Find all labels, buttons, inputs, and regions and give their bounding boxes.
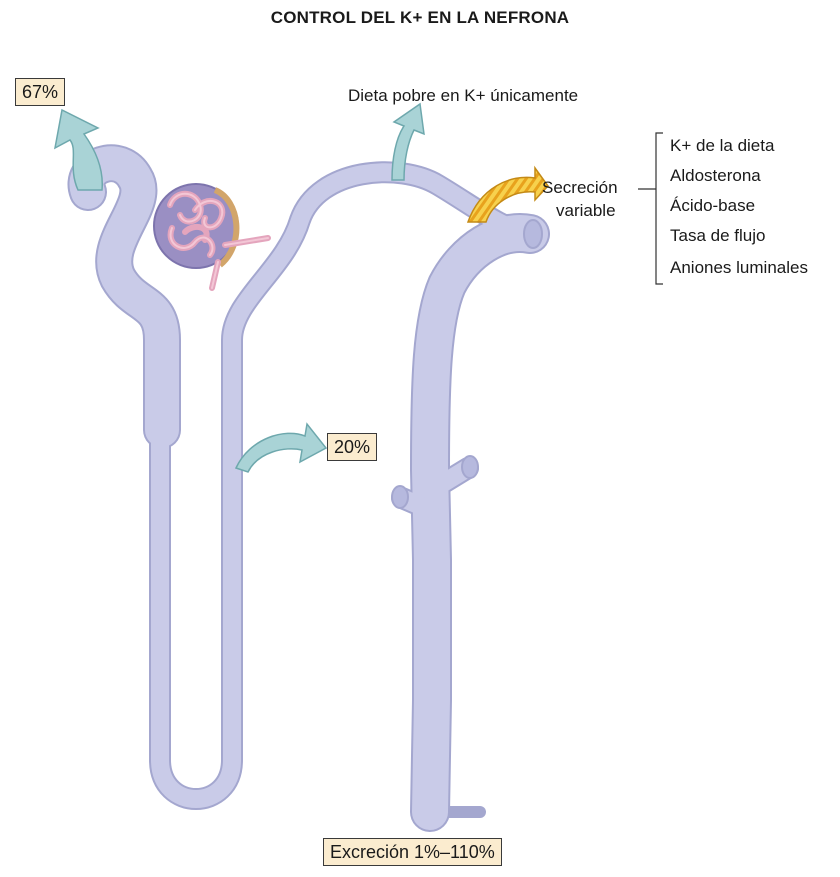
factors-bracket — [638, 133, 663, 284]
excretion-box: Excreción 1%–110% — [323, 838, 502, 866]
loop-percent-box: 20% — [327, 433, 377, 461]
diet-note: Dieta pobre en K+ únicamente — [348, 86, 578, 106]
factor-item: Aldosterona — [670, 166, 761, 186]
glomerulus — [154, 184, 268, 288]
loop-arrow — [236, 424, 326, 472]
secretion-label-2: variable — [556, 201, 616, 221]
secretion-label: Secreción — [542, 178, 618, 198]
proximal-percent-box: 67% — [15, 78, 65, 106]
nephron-tubule — [86, 163, 542, 812]
factor-item: Tasa de flujo — [670, 226, 765, 246]
factor-item: K+ de la dieta — [670, 136, 774, 156]
diagram-title: CONTROL DEL K+ EN LA NEFRONA — [0, 8, 840, 28]
factor-item: Ácido-base — [670, 196, 755, 216]
factor-item: Aniones luminales — [670, 258, 808, 278]
